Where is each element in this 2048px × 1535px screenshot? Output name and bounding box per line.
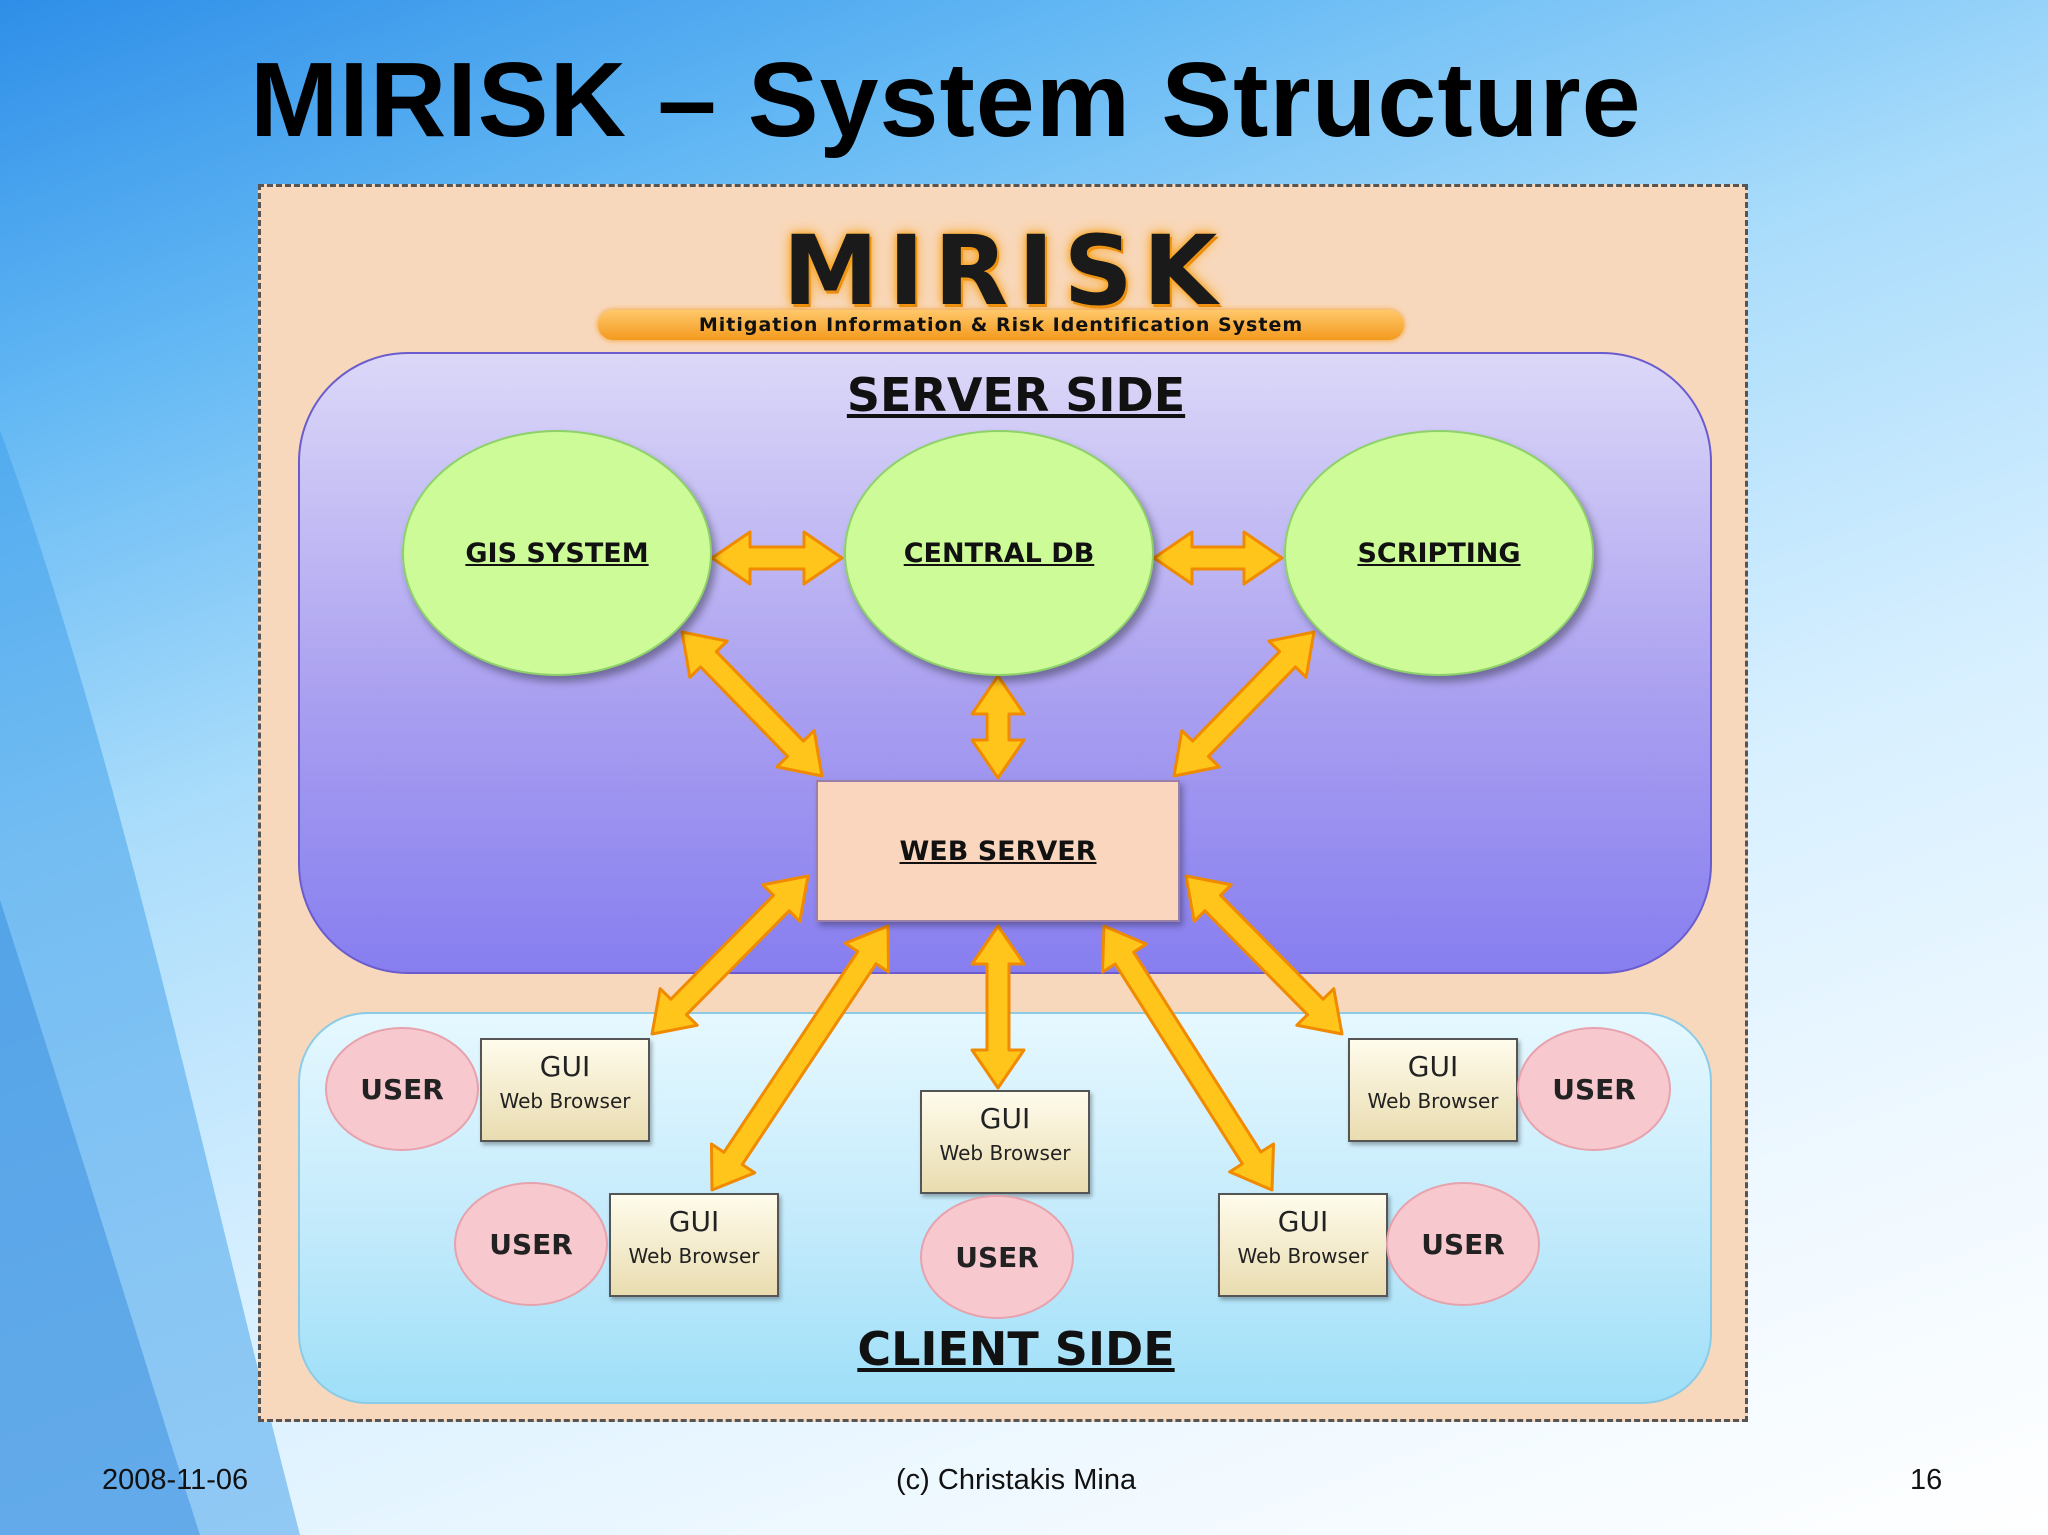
logo-wordmark: MIRISK — [782, 215, 1228, 327]
server-side-label: SERVER SIDE — [846, 368, 1186, 422]
webserver-gui3-arrow — [970, 924, 1026, 1090]
logo-subtitle: Mitigation Information & Risk Identifica… — [598, 310, 1404, 340]
webserver-gui2-arrow — [709, 924, 891, 1192]
user-node: USER — [1386, 1182, 1540, 1306]
web-server-node: WEB SERVER — [816, 780, 1180, 922]
mirisk-logo: MIRISK Mitigation Information & Risk Ide… — [590, 215, 1420, 345]
gui-web-browser-box: GUI Web Browser — [920, 1090, 1090, 1194]
central-db-node: CENTRAL DB — [844, 430, 1154, 676]
user-node: USER — [454, 1182, 608, 1306]
gui-title: GUI — [668, 1205, 720, 1238]
gui-web-browser-box: GUI Web Browser — [1348, 1038, 1518, 1142]
gui-web-browser-box: GUI Web Browser — [480, 1038, 650, 1142]
footer-page-number: 16 — [1910, 1464, 1943, 1496]
gui-title: GUI — [979, 1102, 1031, 1135]
gui-subtitle: Web Browser — [499, 1089, 631, 1113]
gui-web-browser-box: GUI Web Browser — [1218, 1193, 1388, 1297]
gui-title: GUI — [1407, 1050, 1459, 1083]
webserver-gui5-arrow — [1184, 874, 1344, 1036]
user-node: USER — [1517, 1027, 1671, 1151]
slide-title: MIRISK – System Structure — [250, 41, 1642, 159]
user-node: USER — [325, 1027, 479, 1151]
webserver-gui4-arrow — [1100, 924, 1276, 1192]
scripting-node: SCRIPTING — [1284, 430, 1594, 676]
gis-system-node: GIS SYSTEM — [402, 430, 712, 676]
db-webserver-arrow — [970, 674, 1026, 780]
gui-subtitle: Web Browser — [939, 1141, 1071, 1165]
gui-subtitle: Web Browser — [1237, 1244, 1369, 1268]
client-side-label: CLIENT SIDE — [857, 1322, 1175, 1376]
gui-subtitle: Web Browser — [628, 1244, 760, 1268]
scripting-webserver-arrow — [1172, 630, 1316, 778]
gui-title: GUI — [539, 1050, 591, 1083]
gis-webserver-arrow — [680, 630, 824, 778]
footer-date: 2008-11-06 — [102, 1464, 249, 1496]
gui-web-browser-box: GUI Web Browser — [609, 1193, 779, 1297]
user-node: USER — [920, 1195, 1074, 1319]
webserver-gui1-arrow — [650, 874, 810, 1036]
footer-author: (c) Christakis Mina — [896, 1464, 1137, 1496]
gis-db-arrow — [710, 530, 844, 586]
gui-subtitle: Web Browser — [1367, 1089, 1499, 1113]
db-scripting-arrow — [1152, 530, 1284, 586]
gui-title: GUI — [1277, 1205, 1329, 1238]
